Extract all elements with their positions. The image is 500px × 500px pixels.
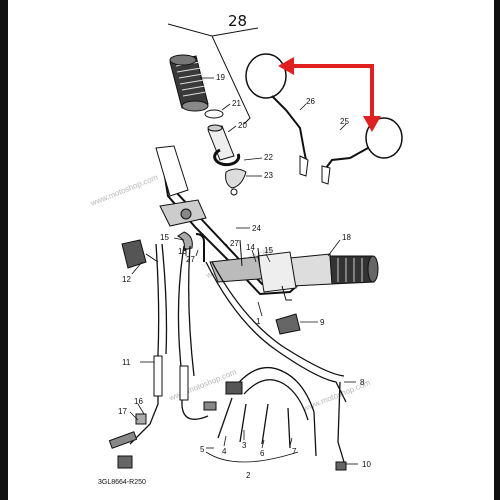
callout-label: 10 [362, 460, 371, 469]
left-switch-housing [159, 199, 207, 251]
washer-part [204, 109, 224, 119]
callout-label: 4 [222, 447, 227, 456]
callout-label: 20 [238, 121, 247, 130]
callout-label: 18 [342, 233, 351, 242]
control-cables [129, 243, 347, 463]
callout-label: 8 [360, 378, 365, 387]
callout-label: 24 [252, 224, 261, 233]
switch-part-12 [121, 239, 159, 269]
throttle-sleeve [207, 124, 235, 161]
left-mirror [245, 53, 309, 177]
callout-label: 15 [264, 246, 273, 255]
callout-label: 26 [306, 97, 315, 106]
callout-label: 3 [242, 441, 247, 450]
brake-lever-assembly [209, 239, 297, 301]
callout-label: 1 [256, 317, 261, 326]
callout-label: 15 [160, 233, 169, 242]
cable-sleeve [179, 365, 189, 401]
red-annotation-arrow [278, 57, 381, 132]
watermark-text: www.motoshop.com [88, 173, 159, 209]
diagram-title-number: 28 [228, 12, 247, 30]
switch-part-9 [275, 313, 301, 335]
throttle-grip [169, 54, 209, 112]
cable-sleeve-11 [153, 355, 163, 397]
title-bracket-line [167, 23, 251, 125]
callout-label: 21 [232, 99, 241, 108]
callout-label: 11 [122, 358, 131, 367]
leader-lines [129, 77, 358, 465]
adjuster-part [195, 233, 205, 262]
callout-label: 13 [178, 247, 187, 256]
callout-label: 27 [230, 239, 239, 248]
right-mirror [321, 117, 403, 185]
title-bracket-line [211, 27, 259, 37]
callout-label: 17 [118, 407, 127, 416]
part-code: 3GL8664-R250 [98, 479, 146, 486]
callout-label: 19 [216, 73, 225, 82]
cable-adjusters [108, 381, 347, 471]
callout-label: 5 [200, 445, 205, 454]
callout-label: 23 [264, 171, 273, 180]
callout-label: 12 [122, 275, 131, 284]
callout-label: 16 [134, 397, 143, 406]
callout-label: 25 [340, 117, 349, 126]
throttle-housing-parts [213, 148, 247, 196]
callout-label: 2 [246, 471, 251, 480]
callout-label: 6 [260, 449, 265, 458]
callout-label: 9 [320, 318, 325, 327]
callout-label: 7 [292, 447, 297, 456]
right-grip [289, 253, 379, 287]
callout-label: 14 [246, 243, 255, 252]
callout-label: 22 [264, 153, 273, 162]
callout-label: 27 [186, 255, 195, 264]
